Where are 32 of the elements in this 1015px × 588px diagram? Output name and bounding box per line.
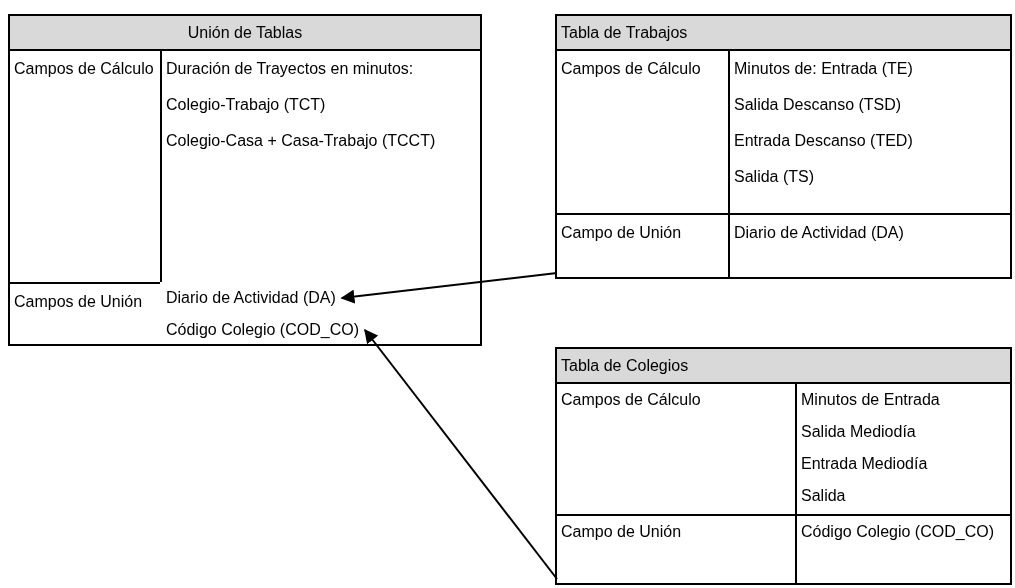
cell-text: Salida (TS) [734, 167, 816, 187]
table-title: Tabla de Trabajos [557, 16, 1010, 49]
cell-text: Campos de Cálculo [561, 390, 702, 410]
arrow [340, 272, 558, 304]
table-cell [795, 514, 1010, 583]
cell-text: Minutos de: Entrada (TE) [734, 59, 914, 79]
table-cell [160, 49, 480, 282]
cell-text: Salida [801, 486, 847, 506]
table-title: Unión de Tablas [10, 16, 480, 49]
cell-text: Colegio-Casa + Casa-Trabajo (TCCT) [166, 131, 437, 151]
table [555, 14, 1012, 279]
table-cell [728, 213, 1010, 277]
cell-text: Colegio-Trabajo (TCT) [166, 95, 327, 115]
cell-text: Duración de Trayectos en minutos: [166, 59, 415, 79]
cell-text: Código Colegio (COD_CO) [801, 522, 995, 542]
cell-text: Salida Descanso (TSD) [734, 95, 903, 115]
cell-text: Minutos de Entrada [801, 390, 941, 410]
arrow [363, 328, 558, 580]
cell-text: Campo de Unión [561, 522, 683, 542]
table [555, 347, 1012, 585]
table-cell [728, 49, 1010, 213]
cell-text: Entrada Descanso (TED) [734, 131, 914, 151]
cell-text: Salida Mediodía [801, 422, 917, 442]
cell-text: Campo de Unión [561, 223, 683, 243]
cell-text: Campos de Cálculo [561, 59, 702, 79]
table-title: Tabla de Colegios [557, 349, 1010, 382]
cell-text: Diario de Actividad (DA) [734, 223, 905, 243]
cell-text: Campos de Cálculo [14, 59, 155, 79]
table-cell [795, 382, 1010, 514]
table [8, 14, 482, 346]
cell-text: Campos de Unión [14, 292, 144, 312]
cell-text: Entrada Mediodía [801, 454, 929, 474]
